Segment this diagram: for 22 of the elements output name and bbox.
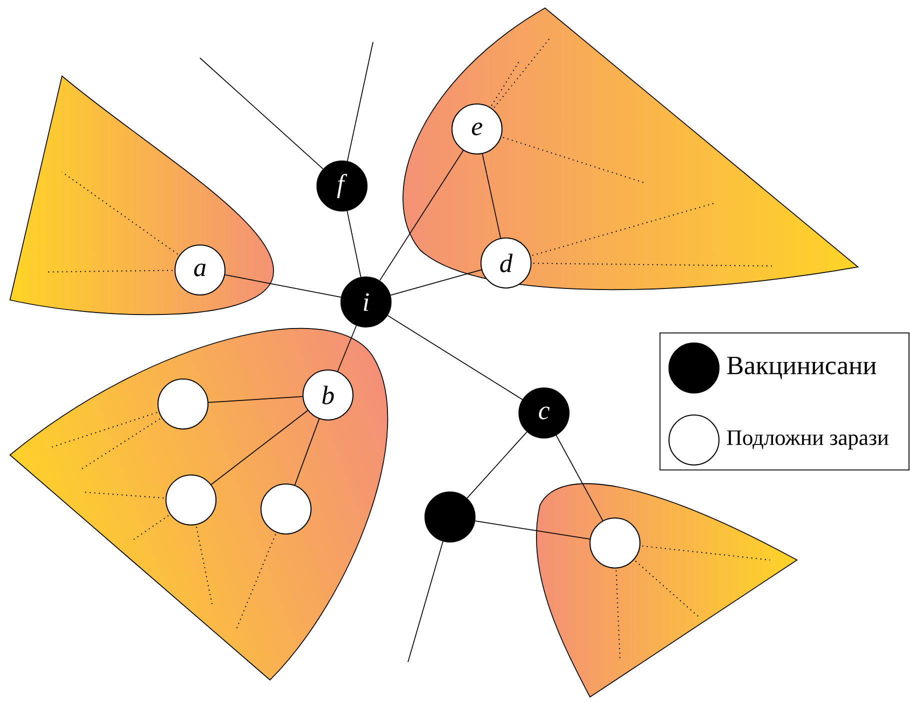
connector-line — [224, 274, 342, 298]
connector-line — [482, 154, 502, 238]
connector-line — [294, 418, 320, 486]
node-circle — [260, 483, 312, 535]
connector-line — [346, 210, 362, 278]
connector-line — [390, 269, 482, 296]
connector-line — [200, 58, 324, 170]
legend-label: Подложни зарази — [726, 430, 888, 450]
node-circle — [157, 378, 209, 430]
connector-line — [387, 315, 523, 400]
connector-line — [474, 520, 590, 540]
connector-line — [466, 431, 528, 498]
connector-line — [208, 396, 303, 403]
node-circle — [165, 474, 217, 526]
connector-line — [556, 434, 604, 522]
dark-node-circle — [424, 491, 476, 543]
connector-line — [346, 42, 374, 162]
legend-label: Вакцинисани — [727, 356, 876, 380]
connector-line — [379, 150, 464, 281]
connector-line — [408, 541, 444, 662]
node-circle — [589, 517, 641, 569]
connector-line — [210, 410, 308, 485]
